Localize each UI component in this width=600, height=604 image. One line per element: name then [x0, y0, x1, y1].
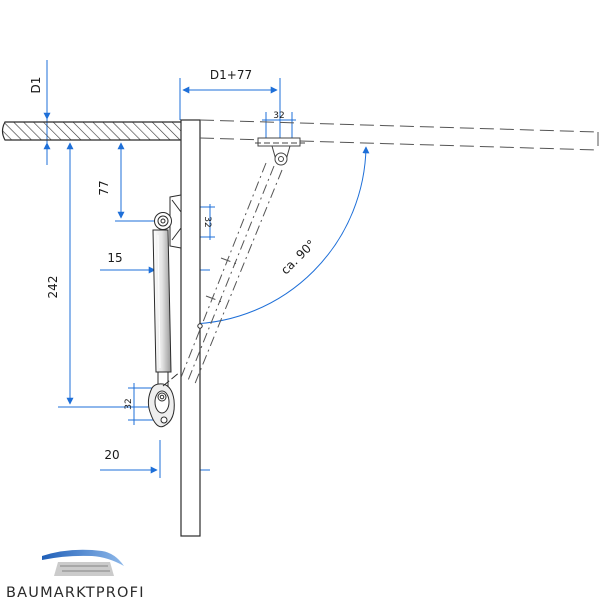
side-wall	[180, 119, 201, 537]
dim-low-32: 32	[124, 398, 134, 409]
brand-logo: BAUMARKTPROFI	[6, 549, 145, 601]
angle-label: ca. 90°	[278, 237, 318, 277]
dim-15: 15	[107, 251, 122, 265]
brand-name: BAUMARKTPROFI	[6, 585, 145, 600]
wall-pivot	[197, 323, 203, 329]
logo-blur-icon	[54, 562, 114, 576]
gas-strut-cylinder	[152, 229, 172, 373]
open-strut-phantom	[179, 162, 283, 387]
top-bracket-phantom	[255, 137, 305, 166]
dim-242: 242	[46, 276, 60, 299]
lower-bracket	[147, 371, 181, 428]
top-panel	[1, 121, 198, 141]
dim-d1: D1	[29, 77, 43, 94]
logo-swoosh-icon	[42, 549, 124, 566]
dim-top-32: 32	[273, 111, 284, 121]
dim-d1-plus-77: D1+77	[210, 68, 252, 82]
dim-20: 20	[104, 448, 119, 462]
dim-mid-32: 32	[202, 216, 212, 227]
upper-bracket	[154, 194, 182, 249]
dim-77: 77	[97, 180, 111, 195]
